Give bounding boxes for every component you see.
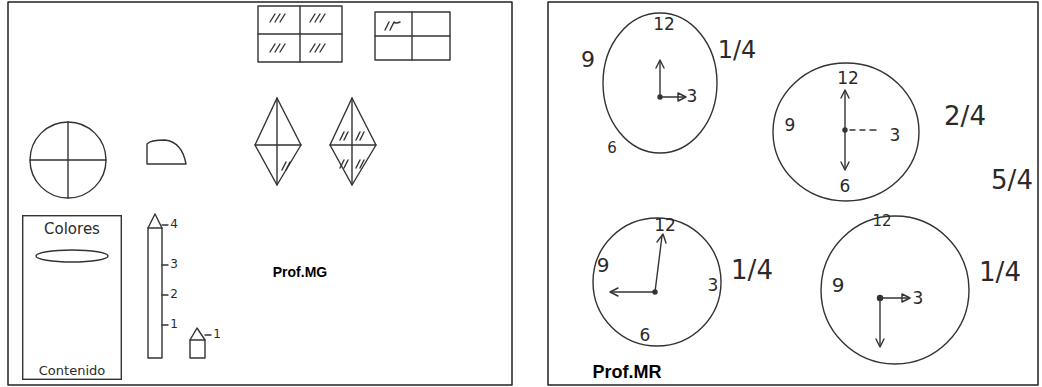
scale-number: 2 bbox=[170, 288, 178, 300]
clock-number: 3 bbox=[708, 277, 719, 294]
author-label: Prof.MR bbox=[593, 363, 662, 381]
fraction-label: 1/4 bbox=[979, 259, 1021, 285]
scale-number: 3 bbox=[170, 258, 178, 270]
scale-number: 1 bbox=[170, 318, 178, 330]
clock-number: 12 bbox=[872, 214, 891, 229]
clock-number: 3 bbox=[890, 127, 901, 144]
clock-face: 12936 bbox=[602, 12, 718, 154]
clock-number: 3 bbox=[687, 88, 698, 105]
fraction-label: 2/4 bbox=[944, 103, 986, 129]
node-outline bbox=[592, 217, 722, 347]
fraction-label: 1/4 bbox=[731, 257, 773, 283]
node-outline bbox=[22, 215, 122, 380]
clock-number: 6 bbox=[607, 141, 617, 156]
scale-number: 1 bbox=[213, 328, 221, 340]
colours-box: ColoresContenido bbox=[22, 215, 122, 380]
clock-number: 3 bbox=[913, 290, 924, 307]
scale-number: 4 bbox=[170, 218, 178, 230]
box-text: Colores bbox=[44, 222, 100, 237]
clock-face: 12 9 3 6 bbox=[772, 62, 920, 202]
clock-number: 9 bbox=[832, 275, 845, 295]
author-label: Prof.MG bbox=[273, 265, 327, 279]
clock-number: 6 bbox=[840, 178, 851, 195]
box-text: Contenido bbox=[39, 364, 105, 377]
clock-number: 12 bbox=[653, 16, 675, 33]
node-outline bbox=[602, 12, 718, 154]
clock-number: 6 bbox=[640, 327, 651, 344]
clock-number: 9 bbox=[597, 255, 610, 275]
clock-face: 12 9 3 6 bbox=[592, 217, 722, 347]
fraction-label: 1/4 bbox=[718, 38, 757, 62]
clock-number: 9 bbox=[581, 49, 595, 71]
clock-face: 12 9 3 bbox=[820, 215, 970, 365]
fraction-label: 5/4 bbox=[991, 167, 1033, 193]
clock-number: 9 bbox=[785, 117, 796, 134]
clock-number: 12 bbox=[837, 70, 859, 87]
clock-number: 12 bbox=[654, 217, 676, 234]
